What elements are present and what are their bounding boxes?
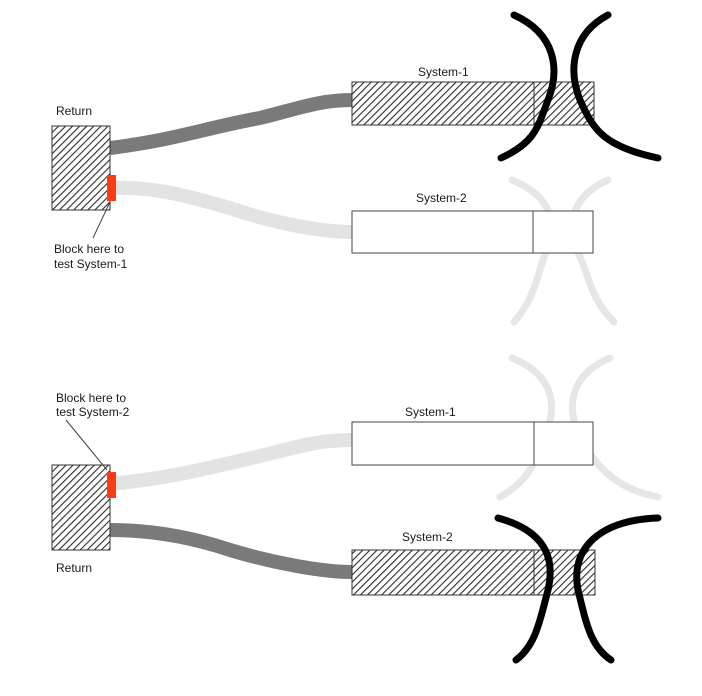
system-1-collar [533,421,594,466]
return-label: Return [56,561,92,575]
system-2-collar [532,210,594,254]
system-1-label: System-1 [418,65,469,79]
system-2-label: System-2 [416,191,467,205]
block-marker [107,472,116,498]
block-note-line-2: test System-2 [56,405,130,419]
return-block [51,464,111,551]
block-marker [107,175,116,201]
block-note-line-1: Block here to [56,391,126,405]
bottom-panel: Block here to test System-2 System-1 Sys… [51,354,662,664]
system-1-clamp-active [497,11,662,162]
system-2-collar [533,549,596,596]
hose-return-to-system-1 [109,433,353,491]
hose-return-to-system-2 [109,523,353,579]
top-panel: Return System-1 System-2 Block here to t… [51,11,662,326]
system-1-label: System-1 [405,405,456,419]
system-1-body [351,81,535,126]
note-leader-line [92,201,111,239]
system-2-body [351,549,535,596]
note-leader-line [65,419,108,471]
block-note-line-2: test System-1 [54,257,128,271]
system-2-clamp-active [494,514,662,664]
return-label: Return [56,104,92,118]
system-2-label: System-2 [402,530,453,544]
block-note-line-1: Block here to [54,242,124,256]
system-1-body [351,421,535,466]
system-2-body [351,210,534,254]
hose-return-to-system-2 [109,180,353,239]
hose-return-to-system-1 [109,93,353,155]
return-block [51,125,111,211]
